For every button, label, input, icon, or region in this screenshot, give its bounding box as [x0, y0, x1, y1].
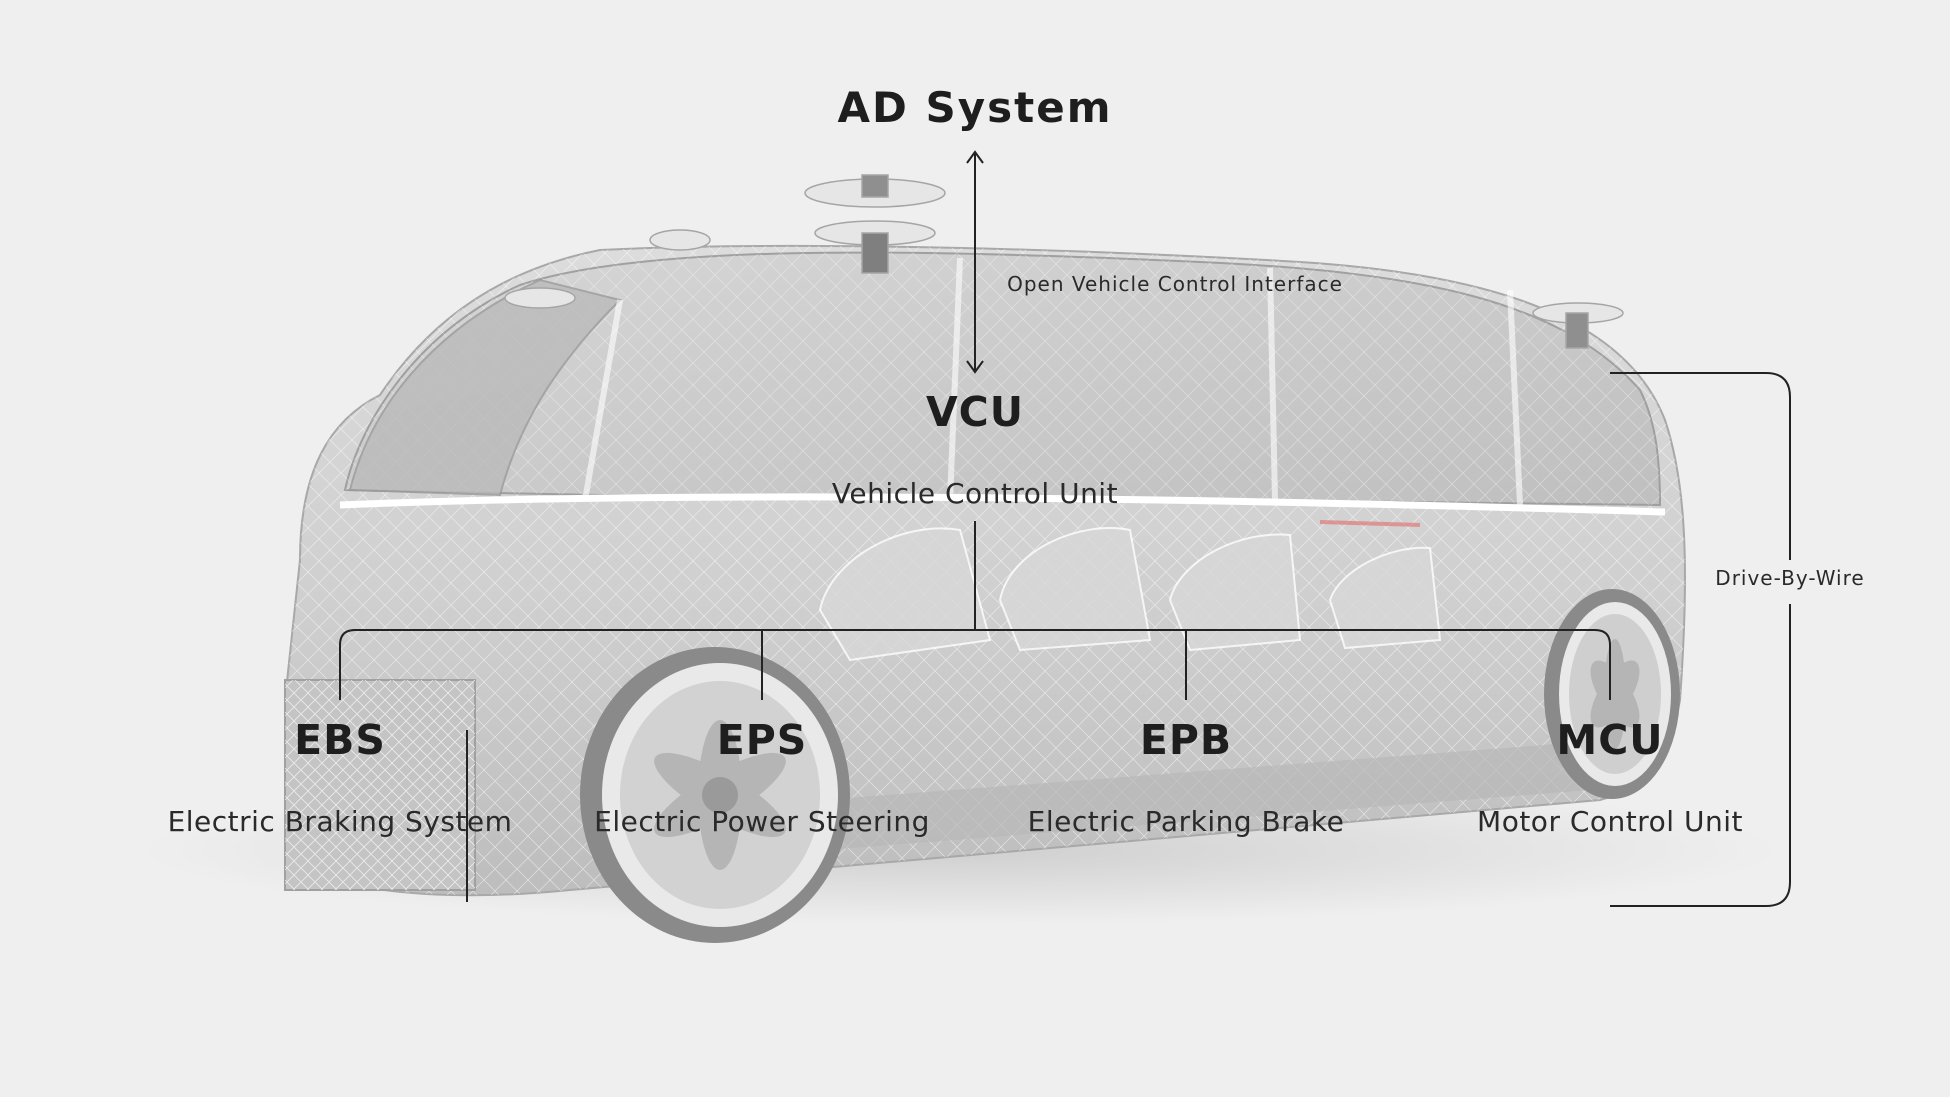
interface-label: Open Vehicle Control Interface	[1007, 272, 1343, 296]
ebs-abbr: EBS	[294, 716, 386, 764]
vcu-full: Vehicle Control Unit	[832, 477, 1118, 510]
mcu-full: Motor Control Unit	[1477, 805, 1743, 838]
epb-abbr: EPB	[1140, 716, 1232, 764]
mcu-abbr: MCU	[1556, 716, 1663, 764]
ad-vcu-arrow	[967, 152, 983, 372]
drive-by-wire-label: Drive-By-Wire	[1715, 566, 1864, 590]
vcu-abbr: VCU	[926, 388, 1024, 436]
eps-full: Electric Power Steering	[594, 805, 930, 838]
eps-abbr: EPS	[717, 716, 808, 764]
ebs-full: Electric Braking System	[168, 805, 513, 838]
ad-system-title: AD System	[838, 83, 1113, 132]
epb-full: Electric Parking Brake	[1028, 805, 1345, 838]
bus-line	[340, 630, 1610, 700]
